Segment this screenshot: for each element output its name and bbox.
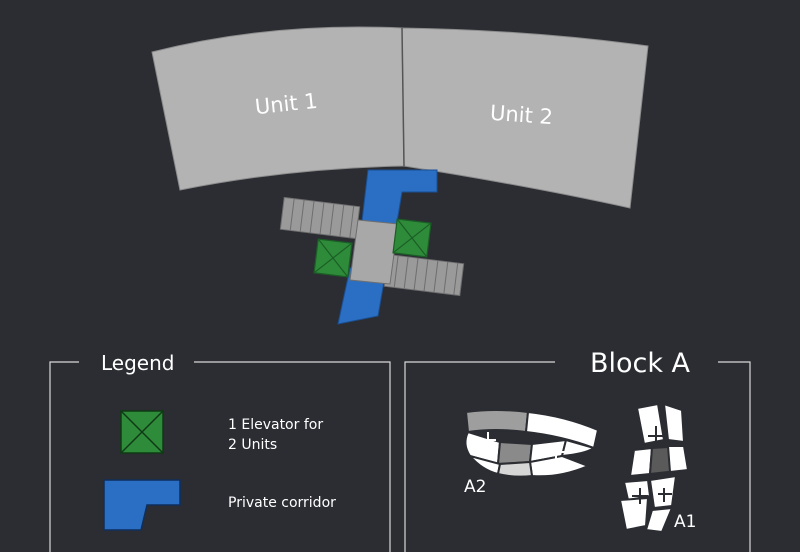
elevator-left: [313, 238, 353, 278]
tower-a2: [464, 409, 600, 478]
block-a-title: Block A: [590, 348, 691, 379]
block-a-panel: Block A A2: [404, 348, 751, 552]
tower-a1-core-marks: [632, 426, 672, 504]
floorplan: Unit 1 Unit 2: [151, 26, 649, 325]
legend-panel: Legend 1 Elevator for 2 Units Private co…: [49, 351, 391, 552]
tower-a2-label: A2: [464, 477, 486, 497]
tower-a1-label: A1: [674, 512, 696, 532]
legend-elevator-line1: 1 Elevator for: [228, 417, 323, 433]
staircase-right: [383, 253, 465, 297]
core: [279, 169, 465, 325]
legend-title: Legend: [101, 351, 174, 375]
legend-corridor-label: Private corridor: [228, 495, 336, 511]
elevator-right: [392, 218, 432, 258]
staircase-left: [279, 196, 361, 240]
tower-a2-core-marks: [482, 432, 566, 460]
tower-a1: [618, 402, 690, 534]
central-lobby: [349, 219, 399, 285]
unit-2-label: Unit 2: [489, 101, 553, 129]
unit-2-shape: [401, 27, 649, 209]
private-corridor-legend-icon: [103, 479, 181, 531]
legend-elevator-line2: 2 Units: [228, 437, 277, 453]
elevator-legend-icon: [120, 410, 164, 454]
